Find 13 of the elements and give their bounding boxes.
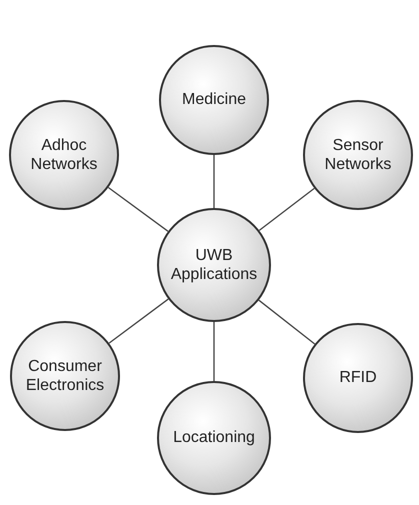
connector-line xyxy=(213,155,215,208)
connector-line xyxy=(108,298,169,344)
connector-line xyxy=(258,188,315,231)
node-label: UWB Applications xyxy=(170,246,258,284)
connector-line xyxy=(108,187,168,232)
node-label: Consumer Electronics xyxy=(24,356,106,396)
connector-line xyxy=(213,322,215,381)
node-label: Medicine xyxy=(182,90,246,110)
connector-line xyxy=(258,300,316,345)
node-label: RFID xyxy=(339,368,377,388)
node-label: Sensor Networks xyxy=(324,136,392,174)
node-label: Adhoc Networks xyxy=(30,136,98,174)
node-label: Locationing xyxy=(173,428,255,448)
